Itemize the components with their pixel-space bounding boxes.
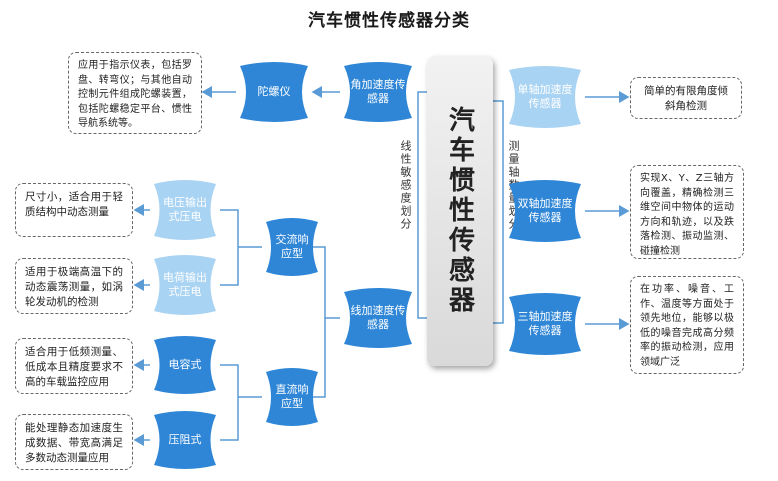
- node-angular-accel: 角加速度传感器: [340, 62, 416, 122]
- connector-center-left: [417, 91, 427, 319]
- page-title: 汽车惯性传感器分类: [308, 11, 470, 31]
- node-dc-response-label: 直流响应型: [275, 383, 309, 410]
- center-node: 汽车惯性传感器: [427, 56, 493, 366]
- desc-charge-piezo: 适用于极端高温下的动态震荡测量，如涡轮发动机的检测: [15, 258, 133, 314]
- node-ac-response-label: 交流响应型: [275, 233, 309, 260]
- node-capacitive: 电容式: [150, 336, 220, 394]
- connector-linear-split: [312, 246, 340, 319]
- desc-dual-axis: 实现X、Y、Z三轴方向覆盖，精确检测三维空间中物体的运动方向和轨迹，以及跌落检测…: [630, 165, 744, 259]
- connector-linear-split-dc: [312, 318, 326, 398]
- node-dual-axis-label: 双轴加速度传感器: [517, 197, 573, 224]
- node-single-axis-label: 单轴加速度传感器: [517, 83, 573, 110]
- connector-center-right: [493, 100, 504, 324]
- node-gyroscope-label: 陀螺仪: [257, 85, 291, 98]
- node-dc-response: 直流响应型: [262, 368, 322, 426]
- node-charge-piezo: 电荷输出式压电: [150, 255, 220, 315]
- node-dual-axis: 双轴加速度传感器: [505, 180, 585, 242]
- left-axis-label: 线性敏感度划分: [399, 140, 412, 231]
- connector-dc-split: [220, 364, 262, 441]
- center-node-label: 汽车惯性传感器: [444, 106, 475, 316]
- node-single-axis: 单轴加速度传感器: [505, 66, 585, 128]
- desc-single-axis: 简单的有限角度倾斜角检测: [630, 77, 742, 119]
- desc-voltage-piezo: 尺寸小，适合用于轻质结构中动态测量: [15, 183, 133, 237]
- node-voltage-piezo-label: 电压输出式压电: [163, 196, 207, 223]
- node-voltage-piezo: 电压输出式压电: [150, 180, 220, 240]
- node-ac-response: 交流响应型: [262, 218, 322, 276]
- node-piezoresistive-label: 压阻式: [168, 433, 202, 446]
- node-charge-piezo-label: 电荷输出式压电: [163, 271, 207, 298]
- desc-tri-axis: 在功率、噪音、工作、温度等方面处于领先地位，能够以极低的噪音完成高分频率的振动检…: [630, 276, 744, 374]
- node-gyroscope: 陀螺仪: [236, 62, 312, 122]
- node-angular-accel-label: 角加速度传感器: [350, 78, 406, 105]
- desc-piezoresistive: 能处理静态加速度生成数据、带宽高满足多数动态测量应用: [15, 414, 133, 470]
- connector-ac-split: [220, 209, 262, 286]
- desc-capacitive: 适合用于低频测量、低成本且精度要求不高的车载监控应用: [15, 338, 133, 394]
- node-capacitive-label: 电容式: [168, 358, 202, 371]
- node-tri-axis-label: 三轴加速度传感器: [517, 310, 573, 337]
- node-piezoresistive: 压阻式: [150, 411, 220, 469]
- desc-gyroscope: 应用于指示仪表，包括罗盘、转弯仪；与其他自动控制元件组成陀螺装置，包括陀螺稳定平…: [68, 52, 202, 134]
- node-tri-axis: 三轴加速度传感器: [505, 293, 585, 355]
- node-linear-accel-label: 线加速度传感器: [350, 304, 406, 331]
- node-linear-accel: 线加速度传感器: [340, 288, 416, 348]
